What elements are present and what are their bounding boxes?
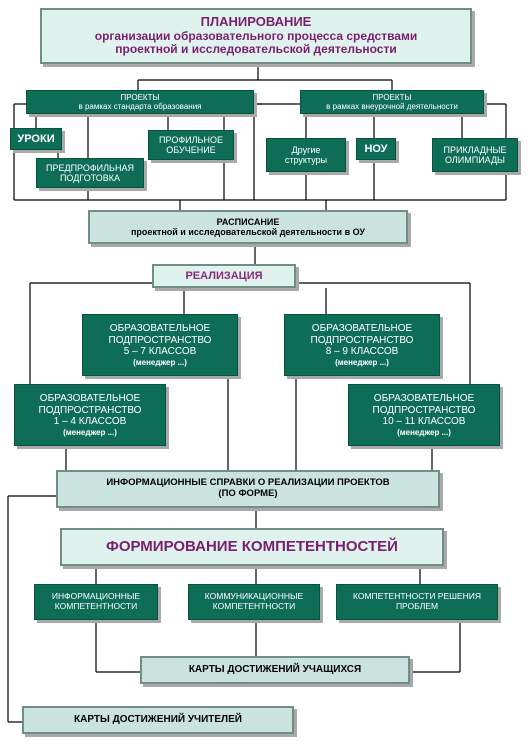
subspace-10-11-line3: 10 – 11 КЛАССОВ xyxy=(382,416,466,428)
teacher-cards-label: КАРТЫ ДОСТИЖЕНИЙ УЧИТЕЛЕЙ xyxy=(74,714,242,726)
subspace-1-4-line2: ПОДПРОСТРАНСТВО xyxy=(38,404,142,416)
subspace-1-4-line1: ОБРАЗОВАТЕЛЬНОЕ xyxy=(39,393,141,405)
subspace-1-4-manager: (менеджер ...) xyxy=(63,427,117,437)
student-cards-box: КАРТЫ ДОСТИЖЕНИЙ УЧАЩИХСЯ xyxy=(140,656,410,684)
subspace-8-9-line2: ПОДПРОСТРАНСТВО xyxy=(310,334,414,346)
realization-label: РЕАЛИЗАЦИЯ xyxy=(185,269,263,282)
other-structures-box: Другие структуры xyxy=(266,138,346,172)
profile-line1: ПРОФИЛЬНОЕ xyxy=(159,134,223,145)
subspace-5-7-line1: ОБРАЗОВАТЕЛЬНОЕ xyxy=(109,323,211,335)
teacher-cards-box: КАРТЫ ДОСТИЖЕНИЙ УЧИТЕЛЕЙ xyxy=(22,706,294,734)
subspace-8-9-line1: ОБРАЗОВАТЕЛЬНОЕ xyxy=(311,323,413,335)
projects-standard-title: ПРОЕКТЫ xyxy=(120,92,160,102)
info-reports-box: ИНФОРМАЦИОННЫЕ СПРАВКИ О РЕАЛИЗАЦИИ ПРОЕ… xyxy=(56,470,440,508)
projects-extra-title: ПРОЕКТЫ xyxy=(372,92,412,102)
subspace-5-7-manager: (менеджер ...) xyxy=(133,357,187,367)
comm-comp-line2: КОМПЕТЕНТНОСТИ xyxy=(212,601,296,611)
subspace-1-4-line3: 1 – 4 КЛАССОВ xyxy=(53,416,127,428)
problem-comp-box: КОМПЕТЕНТНОСТИ РЕШЕНИЯ ПРОБЛЕМ xyxy=(336,584,498,620)
lessons-label: УРОКИ xyxy=(17,132,55,145)
projects-extra-subtitle: в рамках внеурочной деятельности xyxy=(326,102,458,111)
olympiads-line1: ПРИКЛАДНЫЕ xyxy=(443,144,507,155)
planning-box: ПЛАНИРОВАНИЕ организации образовательног… xyxy=(40,8,472,64)
preprofile-line1: ПРЕДПРОФИЛЬНАЯ xyxy=(46,162,134,173)
nou-box: НОУ xyxy=(356,138,396,160)
projects-extra-box: ПРОЕКТЫ в рамках внеурочной деятельности xyxy=(300,90,484,114)
comm-comp-box: КОММУНИКАЦИОННЫЕ КОМПЕТЕНТНОСТИ xyxy=(188,584,320,620)
other-structures-line2: структуры xyxy=(284,155,328,165)
comm-comp-line1: КОММУНИКАЦИОННЫЕ xyxy=(204,591,304,602)
subspace-5-7-line2: ПОДПРОСТРАНСТВО xyxy=(108,334,212,346)
subspace-10-11-manager: (менеджер ...) xyxy=(397,427,451,437)
planning-line2: проектной и исследовательской деятельнос… xyxy=(115,42,397,57)
schedule-line1: РАСПИСАНИЕ xyxy=(216,216,280,227)
preprofile-box: ПРЕДПРОФИЛЬНАЯ ПОДГОТОВКА xyxy=(36,158,144,188)
other-structures-line1: Другие xyxy=(291,144,321,155)
olympiads-line2: ОЛИМПИАДЫ xyxy=(444,155,506,165)
info-reports-line2: (ПО ФОРМЕ) xyxy=(218,488,278,499)
preprofile-line2: ПОДГОТОВКА xyxy=(59,173,121,183)
info-comp-line2: КОМПЕТЕНТНОСТИ xyxy=(54,601,138,611)
subspace-5-7-box: ОБРАЗОВАТЕЛЬНОЕ ПОДПРОСТРАНСТВО 5 – 7 КЛ… xyxy=(82,314,238,376)
problem-comp-line2: ПРОБЛЕМ xyxy=(395,601,439,611)
profile-line2: ОБУЧЕНИЕ xyxy=(166,145,216,155)
subspace-8-9-manager: (менеджер ...) xyxy=(335,357,389,367)
subspace-10-11-box: ОБРАЗОВАТЕЛЬНОЕ ПОДПРОСТРАНСТВО 10 – 11 … xyxy=(348,384,500,446)
subspace-8-9-line3: 8 – 9 КЛАССОВ xyxy=(325,346,399,358)
lessons-box: УРОКИ xyxy=(10,128,62,150)
profile-box: ПРОФИЛЬНОЕ ОБУЧЕНИЕ xyxy=(148,130,234,160)
olympiads-box: ПРИКЛАДНЫЕ ОЛИМПИАДЫ xyxy=(432,138,518,172)
subspace-5-7-line3: 5 – 7 КЛАССОВ xyxy=(123,346,197,358)
projects-standard-box: ПРОЕКТЫ в рамках стандарта образования xyxy=(26,90,254,114)
planning-title: ПЛАНИРОВАНИЕ xyxy=(200,13,312,29)
competences-box: ФОРМИРОВАНИЕ КОМПЕТЕНТНОСТЕЙ xyxy=(60,528,444,566)
schedule-box: РАСПИСАНИЕ проектной и исследовательской… xyxy=(88,210,408,244)
planning-line1: организации образовательного процесса ср… xyxy=(94,28,418,43)
competences-label: ФОРМИРОВАНИЕ КОМПЕТЕНТНОСТЕЙ xyxy=(106,538,398,556)
subspace-10-11-line1: ОБРАЗОВАТЕЛЬНОЕ xyxy=(373,393,475,405)
realization-box: РЕАЛИЗАЦИЯ xyxy=(152,264,296,288)
nou-label: НОУ xyxy=(364,142,388,155)
subspace-10-11-line2: ПОДПРОСТРАНСТВО xyxy=(372,404,476,416)
projects-standard-subtitle: в рамках стандарта образования xyxy=(78,102,202,111)
schedule-line2: проектной и исследовательской деятельнос… xyxy=(130,227,365,237)
info-reports-line1: ИНФОРМАЦИОННЫЕ СПРАВКИ О РЕАЛИЗАЦИИ ПРОЕ… xyxy=(106,477,390,489)
problem-comp-line1: КОМПЕТЕНТНОСТИ РЕШЕНИЯ xyxy=(353,591,481,602)
subspace-1-4-box: ОБРАЗОВАТЕЛЬНОЕ ПОДПРОСТРАНСТВО 1 – 4 КЛ… xyxy=(14,384,166,446)
subspace-8-9-box: ОБРАЗОВАТЕЛЬНОЕ ПОДПРОСТРАНСТВО 8 – 9 КЛ… xyxy=(284,314,440,376)
student-cards-label: КАРТЫ ДОСТИЖЕНИЙ УЧАЩИХСЯ xyxy=(188,664,362,676)
info-comp-box: ИНФОРМАЦИОННЫЕ КОМПЕТЕНТНОСТИ xyxy=(34,584,158,620)
info-comp-line1: ИНФОРМАЦИОННЫЕ xyxy=(51,591,141,602)
